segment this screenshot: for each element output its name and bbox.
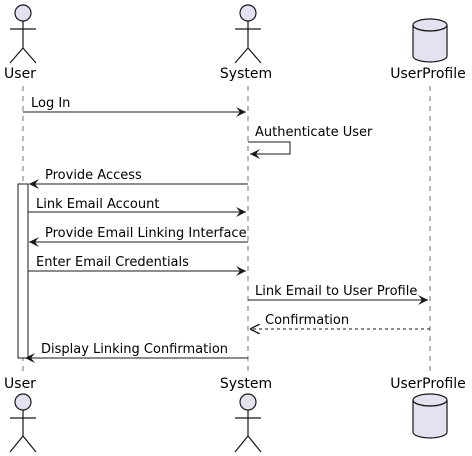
message-confirmation: Confirmation (250, 313, 430, 329)
message-authenticate-user: Authenticate User (248, 125, 373, 159)
participant-label: System (220, 376, 272, 392)
actor-icon (9, 393, 37, 453)
message-label: Confirmation (265, 313, 349, 328)
participant-label: User (4, 66, 36, 82)
participant-system-bottom: System (220, 376, 272, 453)
participant-user-top: User (4, 4, 37, 82)
message-label: Display Linking Confirmation (41, 342, 228, 357)
database-icon (412, 18, 448, 63)
actor-icon (9, 4, 37, 64)
activation-bar-user (17, 183, 29, 359)
message-label: Provide Email Linking Interface (45, 226, 247, 241)
participant-label: UserProfile (390, 376, 465, 392)
participant-system-top: System (220, 4, 272, 82)
message-enter-email-credentials: Enter Email Credentials (28, 255, 246, 276)
actor-icon (234, 393, 262, 453)
message-label: Link Email Account (36, 197, 159, 212)
message-provide-access: Provide Access (29, 168, 248, 189)
message-label: Provide Access (45, 168, 142, 183)
participant-user-bottom: User (4, 376, 37, 453)
message-label: Authenticate User (255, 125, 373, 140)
database-icon (412, 393, 448, 439)
participant-userprofile-bottom: UserProfile (390, 376, 466, 439)
participant-label: System (220, 66, 272, 82)
message-link-email-account: Link Email Account (28, 197, 246, 217)
actor-icon (234, 4, 262, 64)
message-log-in: Log In (23, 96, 246, 117)
participant-label: User (4, 376, 36, 392)
participant-userprofile-top: UserProfile (390, 18, 466, 82)
participant-label: UserProfile (390, 66, 465, 82)
message-label: Enter Email Credentials (36, 255, 189, 270)
message-provide-email-linking-interface: Provide Email Linking Interface (29, 226, 248, 247)
message-label: Log In (31, 96, 70, 111)
message-label: Link Email to User Profile (255, 284, 417, 299)
message-display-linking-confirmation: Display Linking Confirmation (25, 342, 248, 363)
message-link-email-to-user-profile: Link Email to User Profile (248, 284, 428, 305)
